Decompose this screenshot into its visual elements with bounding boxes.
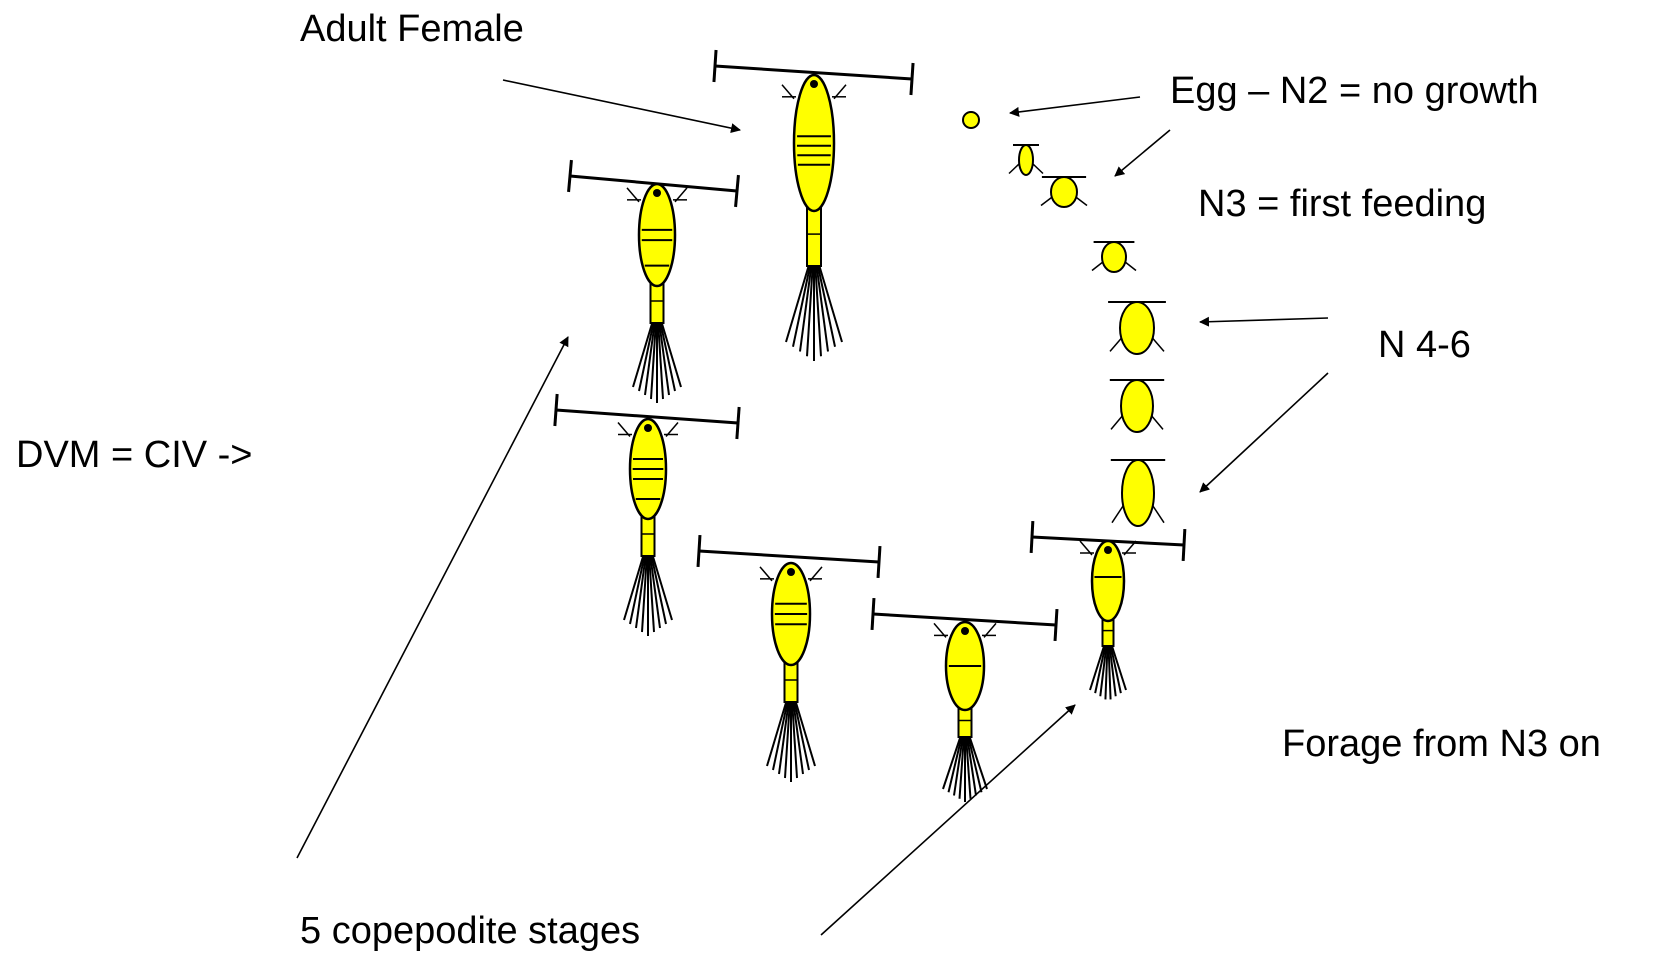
label-copepodite-stages: 5 copepodite stages (300, 912, 640, 950)
adult-female (714, 50, 913, 361)
nauplius-5 (1110, 380, 1164, 432)
label-n3-first-feeding: N3 = first feeding (1198, 185, 1486, 223)
label-forage: Forage from N3 on (1282, 725, 1601, 763)
animals-layer (555, 50, 1185, 802)
nauplius-6 (1111, 460, 1165, 526)
arrow-n4 (1200, 318, 1328, 322)
arrow-adult-female (503, 80, 740, 130)
label-n4-6: N 4-6 (1378, 326, 1471, 364)
label-egg-n2: Egg – N2 = no growth (1170, 72, 1539, 110)
nauplius-3 (1092, 242, 1136, 272)
copepodite-civ (555, 394, 739, 636)
copepodite-ci (1031, 521, 1185, 699)
nauplius-1 (1009, 145, 1043, 175)
copepodite-cv-upper (569, 160, 739, 403)
arrow-copepodite-left (297, 337, 568, 858)
arrow-copepodite-right (821, 705, 1075, 935)
arrow-n6 (1200, 373, 1328, 492)
egg (963, 112, 979, 128)
arrow-n2 (1115, 130, 1170, 176)
copepodite-cii (872, 598, 1057, 802)
nauplius-2 (1041, 177, 1087, 207)
copepodite-ciii (698, 535, 880, 782)
label-adult-female: Adult Female (300, 10, 524, 48)
nauplius-4 (1108, 302, 1166, 354)
arrow-egg (1010, 97, 1140, 113)
label-dvm: DVM = CIV -> (16, 436, 253, 474)
